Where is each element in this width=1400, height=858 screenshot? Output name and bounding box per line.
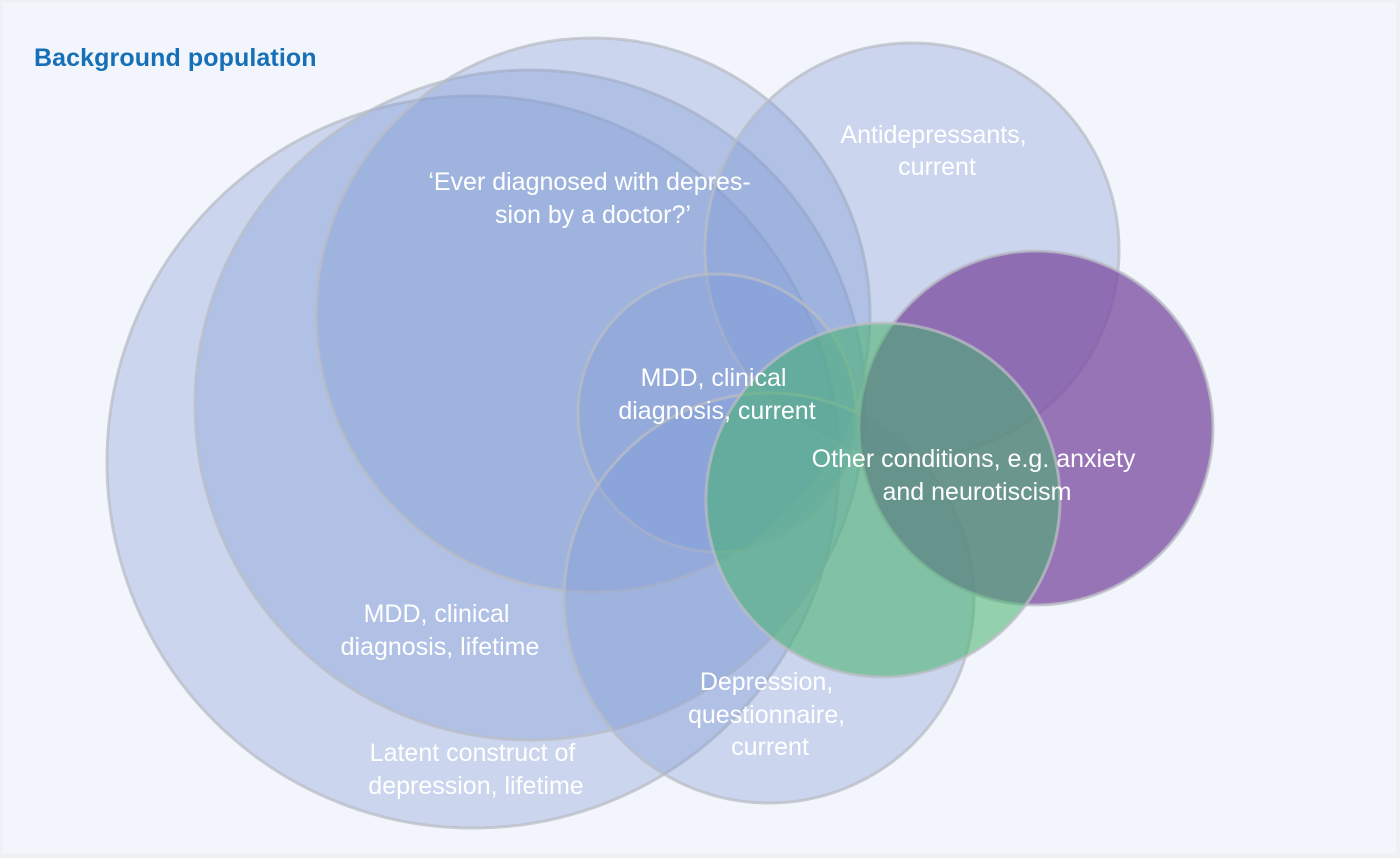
circle-other-green — [704, 321, 1062, 679]
label-ever-diagnosed: ‘Ever diagnosed with depres- sion by a d… — [428, 168, 757, 229]
label-questionnaire: Depression, questionnaire, current — [688, 668, 852, 761]
label-other-conditions: Other conditions, e.g. anxiety and neuro… — [812, 445, 1143, 506]
label-latent-construct: Latent construct of depression, lifetime — [368, 739, 583, 800]
label-mdd-current: MDD, clinical diagnosis, current — [618, 364, 815, 425]
label-antidepressants: Antidepressants, current — [840, 121, 1033, 181]
diagram-title: Background population — [34, 44, 317, 72]
label-mdd-lifetime: MDD, clinical diagnosis, lifetime — [341, 600, 540, 661]
